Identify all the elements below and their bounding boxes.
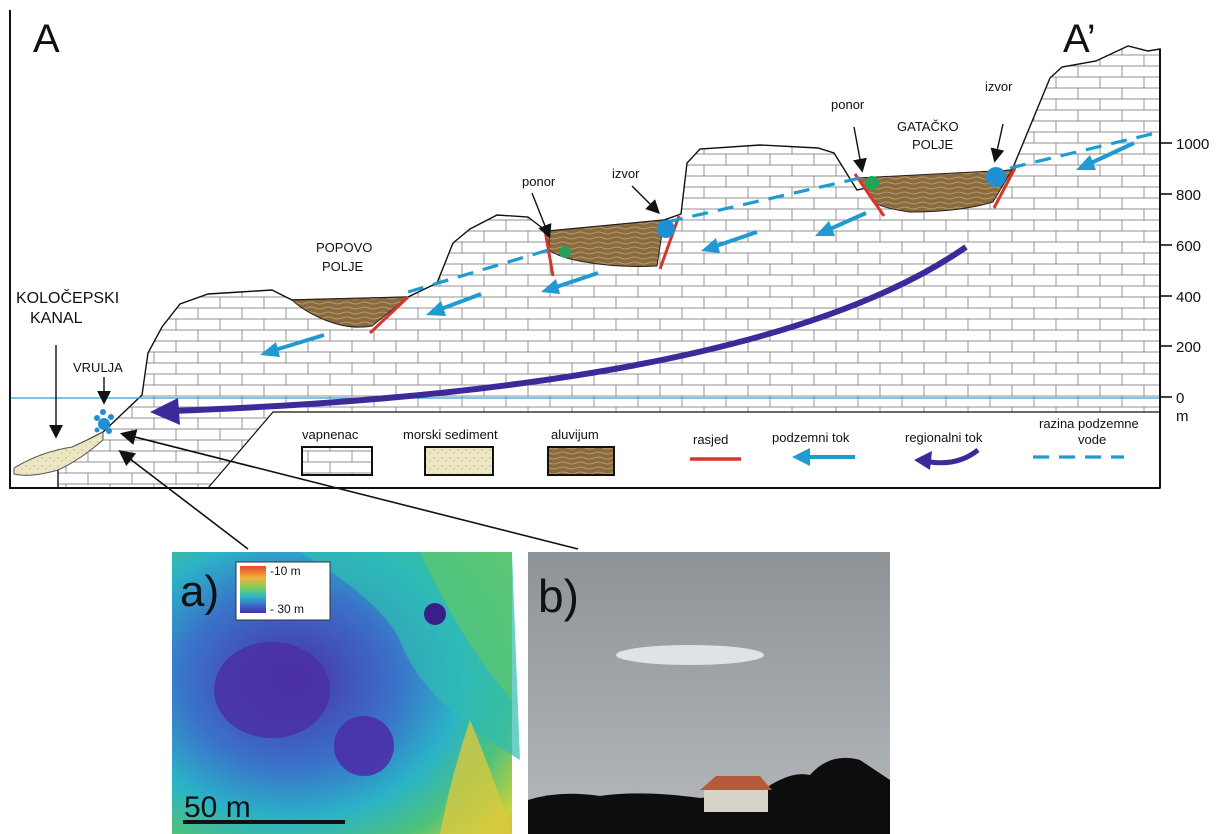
legend-swatch-alluvium xyxy=(547,446,615,476)
legend-label-aluvijum: aluvijum xyxy=(551,427,599,442)
legend: vapnenac morski sediment aluvijum rasjed… xyxy=(301,416,1139,476)
elevation-tick-label: 200 xyxy=(1176,339,1201,356)
vrulja-depression xyxy=(424,603,446,625)
house xyxy=(700,776,772,812)
legend-swatch-underground-flow xyxy=(792,448,855,466)
ponor-callout-1: ponor xyxy=(522,174,556,189)
legend-label-morski-sediment: morski sediment xyxy=(403,427,498,442)
flow-arrow xyxy=(815,211,867,236)
gatacko-polje-label-1: GATAČKO xyxy=(897,119,959,134)
sea-sediment xyxy=(13,431,104,476)
gatacko-polje-label-2: POLJE xyxy=(912,137,954,152)
elevation-tick-label: 400 xyxy=(1176,289,1201,306)
legend-swatch-sediment xyxy=(424,446,494,476)
legend-label-rasjed: rasjed xyxy=(693,432,728,447)
panel-b-label: b) xyxy=(538,570,579,622)
kolocepski-kanal-label-2: KANAL xyxy=(30,310,83,327)
depth-scale-bottom: - 30 m xyxy=(270,602,304,616)
izvor-dot xyxy=(986,167,1006,187)
depression-large xyxy=(214,642,330,738)
elevation-tick-label: 800 xyxy=(1176,187,1201,204)
elevation-tick-label: 600 xyxy=(1176,238,1201,255)
popovo-polje-label-2: POLJE xyxy=(322,259,364,274)
elevation-tick-label: 1000 xyxy=(1176,136,1209,153)
section-end-label: A’ xyxy=(1063,17,1096,61)
flow-arrow xyxy=(701,230,758,253)
shoreline-silhouette xyxy=(528,757,890,834)
izvor-dot xyxy=(657,220,675,238)
depression-small xyxy=(334,716,394,776)
legend-label-vapnenac: vapnenac xyxy=(302,427,359,442)
izvor-callout-2: izvor xyxy=(985,79,1013,94)
legend-swatch-regional-flow xyxy=(914,448,980,470)
underground-flow-arrows xyxy=(260,141,1135,357)
vrulja-spring-symbol xyxy=(94,409,114,434)
popovo-polje-label-1: POPOVO xyxy=(316,240,372,255)
fault-line xyxy=(853,173,886,217)
ponor-dot xyxy=(559,246,571,258)
middle-polje-alluvium xyxy=(548,219,665,267)
regional-flow-arrow xyxy=(150,244,968,425)
boil-on-surface xyxy=(616,645,764,665)
izvor-callout-1: izvor xyxy=(612,166,640,181)
legend-swatch-limestone xyxy=(301,446,373,476)
panel-a-bathymetry: a) -10 m - 30 m 50 m xyxy=(172,552,520,834)
elevation-tick-label: 0 xyxy=(1176,390,1184,407)
ponor-dot xyxy=(865,176,879,190)
depth-scale-top: -10 m xyxy=(270,564,301,578)
fault-line xyxy=(658,215,681,270)
scale-bar-label: 50 m xyxy=(184,791,251,824)
panel-b-photo: b) xyxy=(528,552,890,834)
faults xyxy=(368,167,1017,335)
section-start-label: A xyxy=(33,17,60,61)
gatacko-polje-alluvium xyxy=(856,169,1013,213)
flow-arrow xyxy=(1076,141,1135,170)
legend-label-regionalni-tok: regionalni tok xyxy=(905,430,983,445)
flow-arrow xyxy=(426,292,482,316)
kolocepski-kanal-label-1: KOLOČEPSKI xyxy=(16,288,119,307)
fault-line xyxy=(368,295,410,335)
elevation-unit: m xyxy=(1176,408,1189,425)
elevation-axis: 1000 800 600 400 200 0 m xyxy=(1160,136,1209,425)
fault-line xyxy=(992,167,1017,209)
cross-section: A A’ POPOVO POLJE GATAČKO POLJE KOLOČEPS… xyxy=(9,10,1209,489)
flow-arrow xyxy=(541,271,599,294)
legend-label-razina-2: vode xyxy=(1078,432,1106,447)
popovo-polje-alluvium xyxy=(290,296,410,328)
legend-label-podzemni-tok: podzemni tok xyxy=(772,430,850,445)
legend-label-razina-1: razina podzemne xyxy=(1039,416,1139,431)
section-frame xyxy=(9,10,1160,489)
flow-arrow xyxy=(260,333,325,357)
callout-arrows xyxy=(49,123,1005,439)
groundwater-level xyxy=(407,130,1161,294)
panel-a-label: a) xyxy=(180,567,219,616)
connector-arrows xyxy=(118,429,579,550)
depth-scale-gradient xyxy=(240,566,266,613)
ponor-callout-2: ponor xyxy=(831,97,865,112)
vrulja-label: VRULJA xyxy=(73,360,123,375)
